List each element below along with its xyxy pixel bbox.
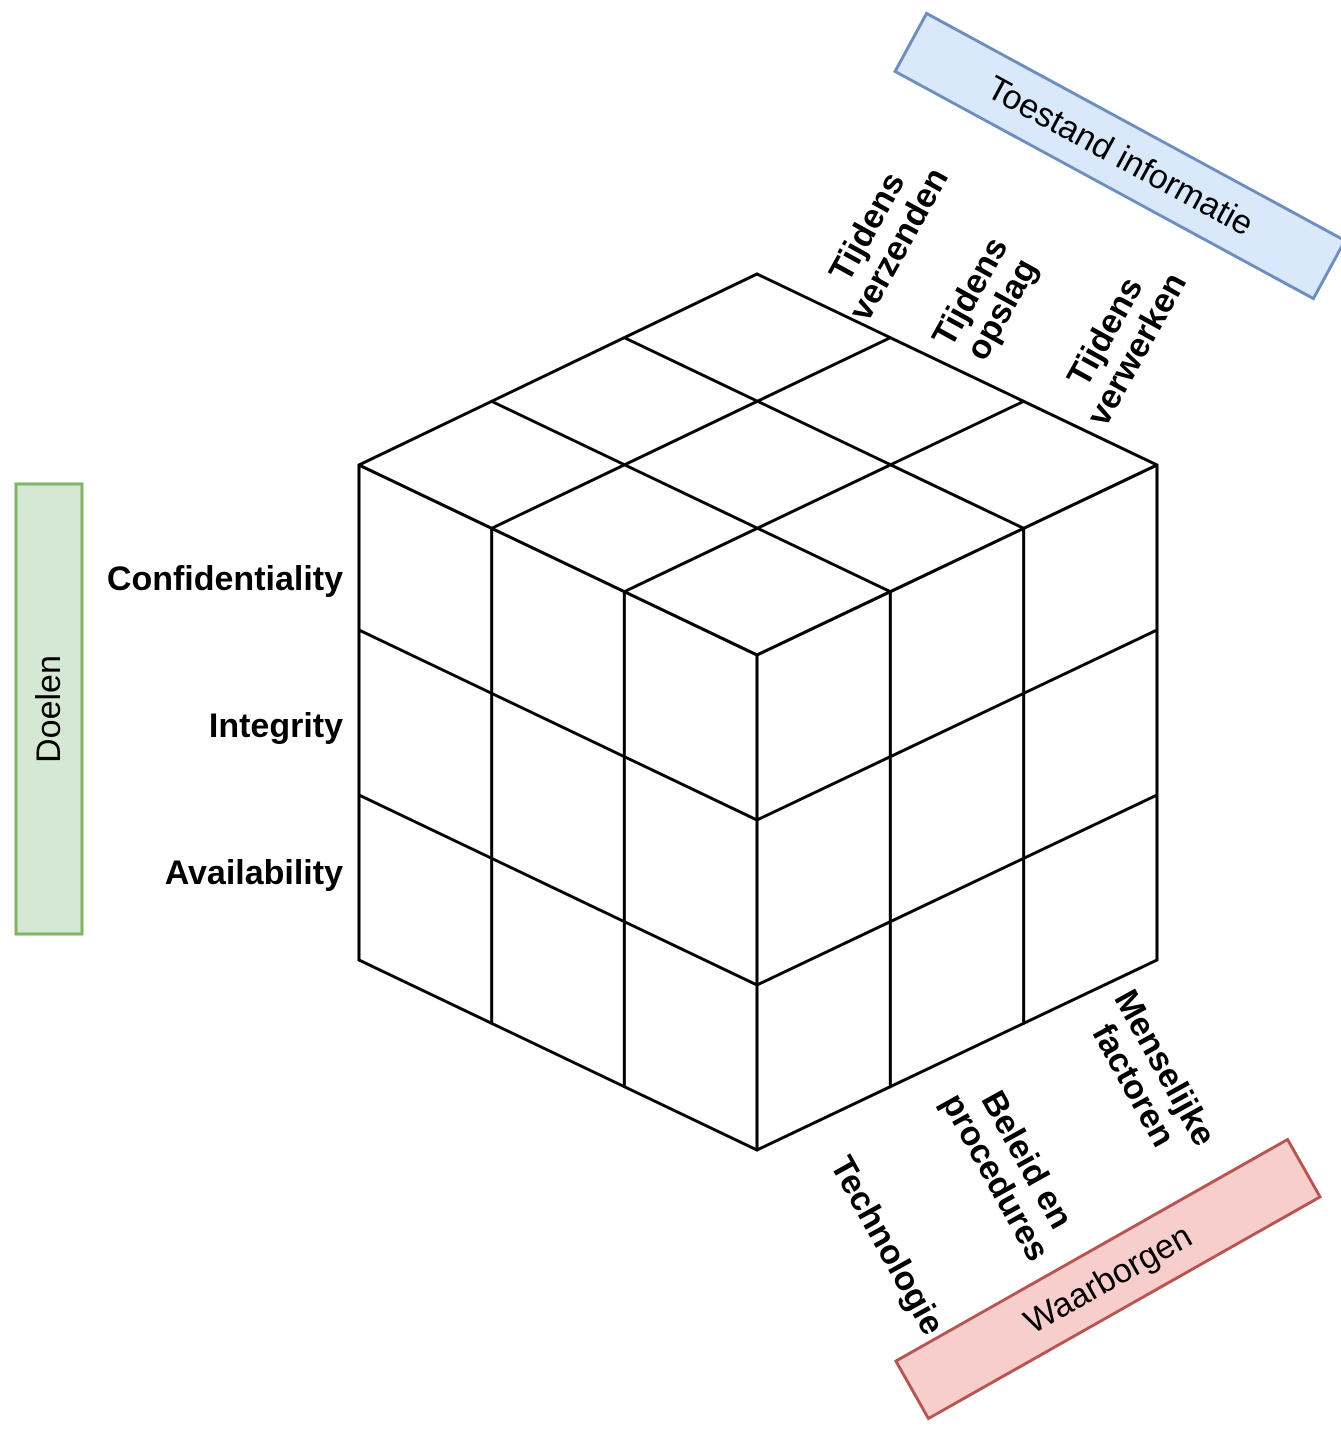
cube-top-gridline xyxy=(755,272,1159,467)
cube-top-gridline xyxy=(490,399,892,594)
cube-top-gridline xyxy=(622,336,1026,530)
cube-left-horizontal-gridline xyxy=(357,628,759,822)
states-axis-rect xyxy=(893,11,1341,301)
cube-right-horizontal-gridline xyxy=(755,793,1159,987)
cube-left-horizontal-gridline xyxy=(357,958,759,1152)
goals-axis-rect xyxy=(14,482,84,936)
goals-labels: Confidentiality Integrity Availability xyxy=(107,560,343,892)
cube xyxy=(357,272,1159,1152)
states-axis-title: Toestand informatie xyxy=(981,69,1260,244)
goal-label-confidentiality: Confidentiality xyxy=(107,560,343,598)
cube-top-gridline xyxy=(490,336,892,530)
cube-left-horizontal-gridline xyxy=(357,793,759,987)
state-label-processing: Tijdens verwerken xyxy=(1060,266,1194,432)
goal-label-integrity: Integrity xyxy=(209,707,343,745)
cube-right-horizontal-gridline xyxy=(755,628,1159,822)
state-label-storage: Tijdens opslag xyxy=(925,231,1045,367)
cube-left-horizontal-gridline xyxy=(357,463,759,657)
cube-right-horizontal-gridline xyxy=(755,958,1159,1152)
state-label-transmission: Tijdens verzenden xyxy=(822,161,956,327)
states-axis-box: Toestand informatie xyxy=(893,11,1341,301)
safeguard-label-technology: Technologie xyxy=(823,1150,952,1341)
safeguard-label-line1: Technologie xyxy=(823,1150,952,1341)
safeguards-axis-box: Waarborgen xyxy=(893,1137,1323,1421)
safeguard-label-policy: Beleid en procedures xyxy=(934,1084,1080,1267)
cube-top-gridline xyxy=(357,272,759,467)
goals-axis-box: Doelen xyxy=(14,482,84,936)
cube-right-horizontal-gridline xyxy=(755,463,1159,657)
cube-top-gridline xyxy=(622,399,1026,594)
goal-label-availability: Availability xyxy=(165,854,343,892)
goals-axis-title: Doelen xyxy=(30,655,68,763)
safeguard-label-human: Menselijke factoren xyxy=(1084,983,1223,1153)
safeguards-axis-rect xyxy=(893,1137,1323,1421)
